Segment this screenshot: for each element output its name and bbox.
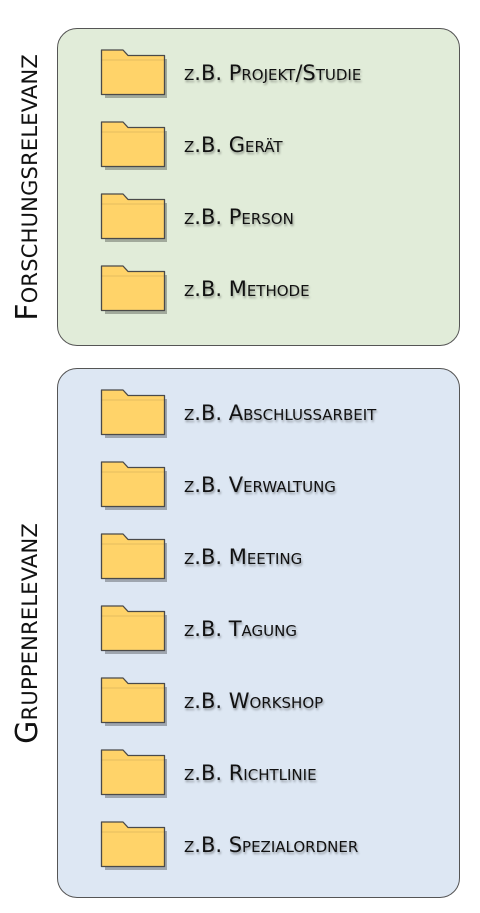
folder-icon <box>100 49 167 98</box>
folder-label: z.B. Verwaltung <box>184 473 336 497</box>
research-section-title: Forschungsrelevanz <box>6 28 50 346</box>
folder-icon <box>100 821 167 870</box>
folder-item-projekt-studie[interactable]: z.B. Projekt/Studie <box>100 47 361 99</box>
folder-icon <box>100 193 167 242</box>
folder-item-geraet[interactable]: z.B. Gerät <box>100 119 283 171</box>
folder-label: z.B. Abschlussarbeit <box>184 401 377 425</box>
folder-item-tagung[interactable]: z.B. Tagung <box>100 603 297 655</box>
group-section-title: Gruppenrelevanz <box>6 368 50 898</box>
folder-label: z.B. Methode <box>184 277 310 301</box>
folder-icon <box>100 265 167 314</box>
folder-item-methode[interactable]: z.B. Methode <box>100 263 310 315</box>
research-panel: z.B. Projekt/Studie z.B. Gerät z.B. Pers… <box>57 28 460 346</box>
folder-icon <box>100 533 167 582</box>
folder-icon <box>100 461 167 510</box>
folder-item-workshop[interactable]: z.B. Workshop <box>100 675 323 727</box>
folder-item-abschlussarbeit[interactable]: z.B. Abschlussarbeit <box>100 387 376 439</box>
folder-label: z.B. Meeting <box>184 545 303 569</box>
folder-icon <box>100 605 167 654</box>
folder-label: z.B. Person <box>184 205 294 229</box>
folder-icon <box>100 749 167 798</box>
research-title-text: Forschungsrelevanz <box>10 53 45 321</box>
folder-item-verwaltung[interactable]: z.B. Verwaltung <box>100 459 336 511</box>
folder-icon <box>100 677 167 726</box>
folder-item-meeting[interactable]: z.B. Meeting <box>100 531 302 583</box>
folder-icon <box>100 121 167 170</box>
group-panel: z.B. Abschlussarbeit z.B. Verwaltung z.B… <box>57 368 460 898</box>
folder-label: z.B. Workshop <box>184 689 324 713</box>
folder-label: z.B. Tagung <box>184 617 297 641</box>
folder-label: z.B. Richtlinie <box>184 761 317 785</box>
folder-item-person[interactable]: z.B. Person <box>100 191 294 243</box>
folder-label: z.B. Spezialordner <box>184 833 359 857</box>
folder-icon <box>100 389 167 438</box>
folder-item-richtlinie[interactable]: z.B. Richtlinie <box>100 747 317 799</box>
folder-label: z.B. Gerät <box>184 133 283 157</box>
folder-label: z.B. Projekt/Studie <box>184 61 362 85</box>
folder-item-spezialordner[interactable]: z.B. Spezialordner <box>100 819 358 871</box>
group-title-text: Gruppenrelevanz <box>10 522 45 744</box>
